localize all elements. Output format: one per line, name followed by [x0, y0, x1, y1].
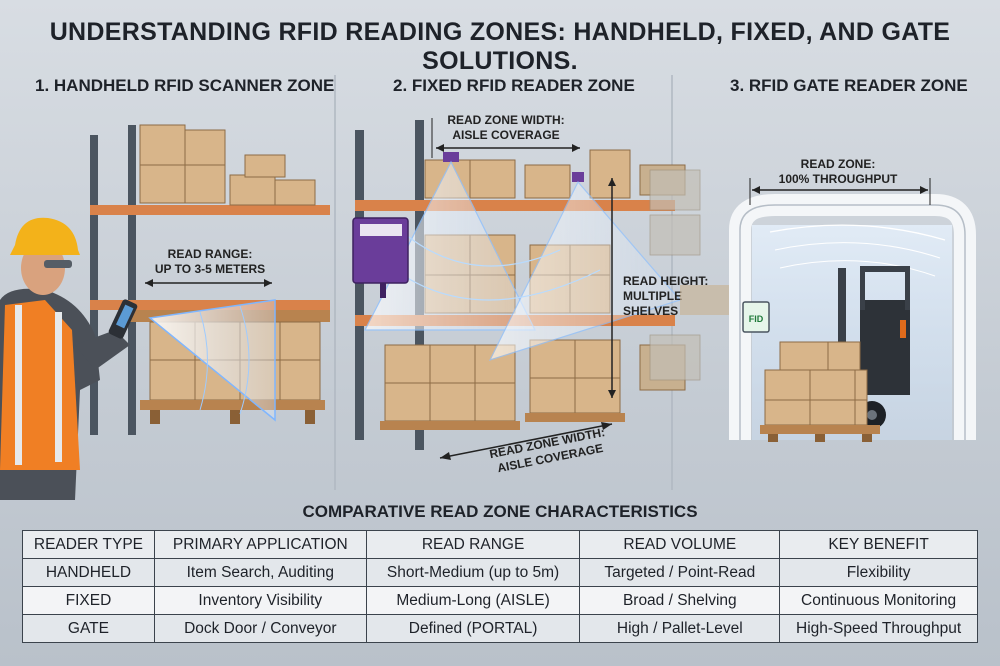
cell-primary-application: Item Search, Auditing: [153, 558, 367, 587]
cell-key-benefit: Continuous Monitoring: [779, 586, 978, 615]
antenna-left: [443, 152, 459, 162]
header-reader-type: READER TYPE: [22, 530, 155, 559]
gate-screen-text: FID: [749, 314, 764, 324]
cell-primary-application: Inventory Visibility: [153, 586, 367, 615]
zone-3-scene: FID: [649, 157, 976, 442]
illustration: READ RANGE: UP TO 3-5 METERS: [0, 75, 976, 500]
zone-3-heading: 3. RFID GATE READER ZONE: [730, 76, 968, 95]
cell-primary-application: Dock Door / Conveyor: [153, 614, 367, 643]
cell-reader-type: GATE: [22, 614, 155, 643]
gate-zone-label: READ ZONE:: [801, 157, 876, 171]
table-row: HANDHELD Item Search, Auditing Short-Med…: [22, 558, 978, 587]
cell-key-benefit: Flexibility: [779, 558, 978, 587]
table-header-row: READER TYPE PRIMARY APPLICATION READ RAN…: [22, 530, 978, 559]
read-height-label: READ HEIGHT:: [623, 274, 708, 288]
cell-reader-type: FIXED: [22, 586, 155, 615]
cell-read-volume: Targeted / Point-Read: [579, 558, 781, 587]
antenna-right: [572, 172, 584, 182]
header-read-volume: READ VOLUME: [579, 530, 781, 559]
header-read-range: READ RANGE: [365, 530, 581, 559]
fixed-width-value: AISLE COVERAGE: [452, 128, 559, 142]
read-height-value-2: SHELVES: [623, 304, 678, 318]
zone-1-heading: 1. HANDHELD RFID SCANNER ZONE: [35, 76, 335, 95]
hard-hat: [10, 217, 80, 255]
cell-read-range: Short-Medium (up to 5m): [365, 558, 581, 587]
cell-read-volume: High / Pallet-Level: [579, 614, 781, 643]
read-range-label: READ RANGE:: [168, 247, 253, 261]
cell-read-range: Medium-Long (AISLE): [365, 586, 581, 615]
zone-1-scene: READ RANGE: UP TO 3-5 METERS: [0, 124, 330, 500]
zone-2-heading: 2. FIXED RFID READER ZONE: [393, 76, 635, 95]
page-title: UNDERSTANDING RFID READING ZONES: HANDHE…: [49, 18, 951, 75]
cell-read-range: Defined (PORTAL): [365, 614, 581, 643]
worker: [0, 217, 138, 500]
read-height-value-1: MULTIPLE: [623, 289, 682, 303]
gate-screen: [742, 301, 770, 333]
gate-zone-value: 100% THROUGHPUT: [779, 172, 898, 186]
header-key-benefit: KEY BENEFIT: [779, 530, 978, 559]
header-primary-application: PRIMARY APPLICATION: [153, 530, 367, 559]
table-row: FIXED Inventory Visibility Medium-Long (…: [22, 586, 978, 615]
comparison-table: READER TYPE PRIMARY APPLICATION READ RAN…: [22, 530, 978, 643]
cell-read-volume: Broad / Shelving: [579, 586, 781, 615]
zone-2-scene: READ ZONE WIDTH: AISLE COVERAGE READ HEI…: [352, 113, 708, 475]
cell-key-benefit: High-Speed Throughput: [779, 614, 978, 643]
handheld-read-field: [148, 299, 276, 422]
table-row: GATE Dock Door / Conveyor Defined (PORTA…: [22, 614, 978, 643]
table-title: COMPARATIVE READ ZONE CHARACTERISTICS: [302, 502, 698, 521]
read-range-value: UP TO 3-5 METERS: [155, 262, 265, 276]
cell-reader-type: HANDHELD: [22, 558, 155, 587]
fixed-width-label: READ ZONE WIDTH:: [447, 113, 564, 127]
